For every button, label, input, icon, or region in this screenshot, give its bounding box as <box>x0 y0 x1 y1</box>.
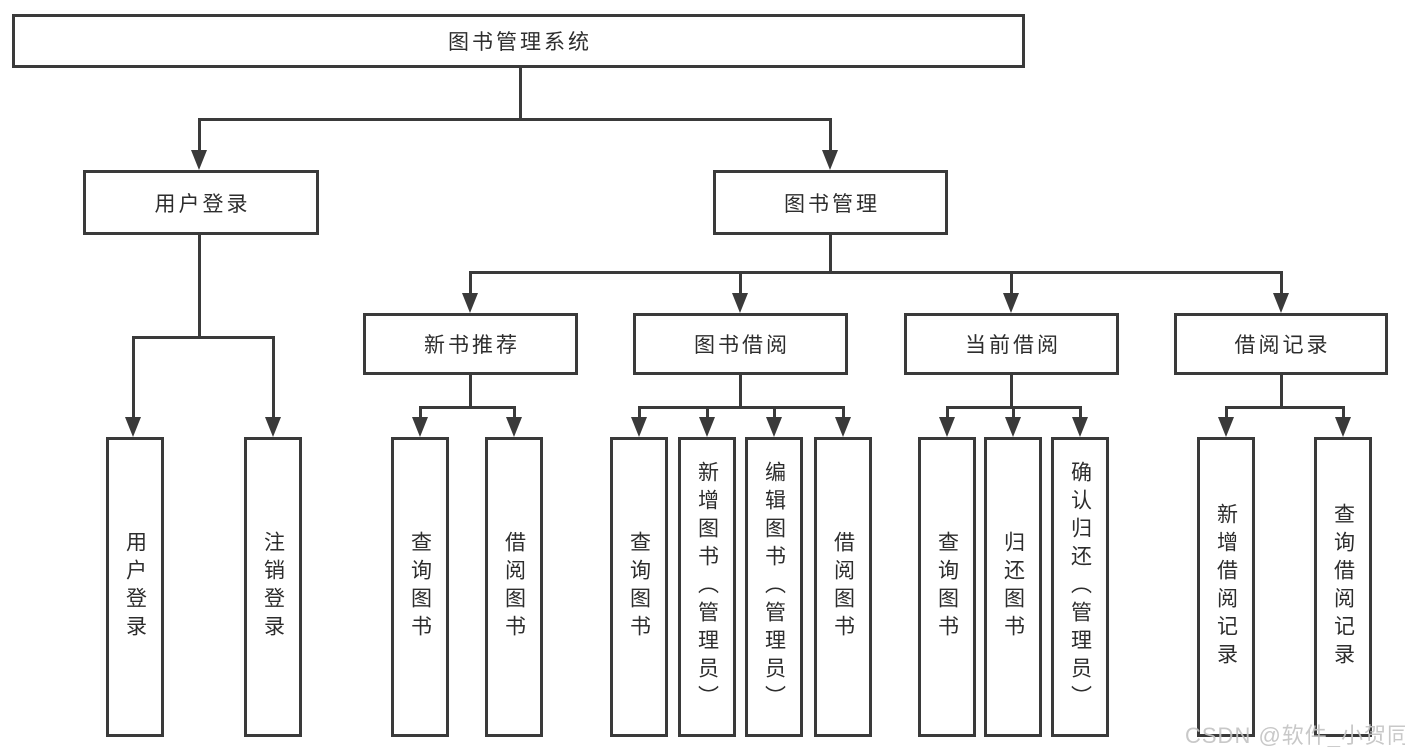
arrowhead-down-icon <box>462 293 478 313</box>
connector-drop <box>1225 406 1228 418</box>
node-new-book-recommendation: 新书推荐 <box>363 313 578 375</box>
connector-drop-logout-action <box>272 336 275 418</box>
node-query-borrow-record: 查询借阅记录 <box>1314 437 1372 737</box>
node-recommend-query-books: 查询图书 <box>391 437 449 737</box>
arrowhead-down-icon <box>732 293 748 313</box>
connector-current-stem <box>1010 375 1013 408</box>
node-logout-action: 注销登录 <box>244 437 302 737</box>
node-label: 借阅图书 <box>831 531 855 643</box>
node-label: 查询图书 <box>627 531 651 643</box>
csdn-watermark: CSDN @软件_小贺同学 <box>1185 723 1405 747</box>
node-label: 查询图书 <box>408 531 432 643</box>
arrowhead-down-icon <box>1218 417 1234 437</box>
arrowhead-down-icon <box>125 417 141 437</box>
arrowhead-down-icon <box>1335 417 1351 437</box>
node-borrowing-borrow-books: 借阅图书 <box>814 437 872 737</box>
node-label: 确认归还（管理员） <box>1068 461 1092 713</box>
node-recommend-borrow-books: 借阅图书 <box>485 437 543 737</box>
connector-book-management-split <box>469 271 1283 274</box>
node-confirm-return-admin: 确认归还（管理员） <box>1051 437 1109 737</box>
node-return-book: 归还图书 <box>984 437 1042 737</box>
node-label: 编辑图书（管理员） <box>762 461 786 713</box>
connector-drop <box>513 406 516 418</box>
node-current-query-books: 查询图书 <box>918 437 976 737</box>
node-add-borrow-record: 新增借阅记录 <box>1197 437 1255 737</box>
arrowhead-down-icon <box>265 417 281 437</box>
arrowhead-down-icon <box>1273 293 1289 313</box>
node-label: 注销登录 <box>261 531 285 643</box>
node-label: 新增图书（管理员） <box>695 461 719 713</box>
arrowhead-down-icon <box>822 150 838 170</box>
connector-drop <box>1012 406 1015 418</box>
node-book-management: 图书管理 <box>713 170 948 235</box>
connector-drop-book-management <box>829 118 832 154</box>
node-label: 用户登录 <box>123 531 147 643</box>
arrowhead-down-icon <box>191 150 207 170</box>
connector-records-split <box>1225 406 1345 409</box>
connector-root-split <box>198 118 832 121</box>
connector-drop <box>842 406 845 418</box>
node-user-login-action: 用户登录 <box>106 437 164 737</box>
node-book-borrowing: 图书借阅 <box>633 313 848 375</box>
node-borrowing-records: 借阅记录 <box>1174 313 1388 375</box>
node-label: 查询借阅记录 <box>1331 503 1355 671</box>
node-label: 查询图书 <box>935 531 959 643</box>
node-library-management-system: 图书管理系统 <box>12 14 1025 68</box>
arrowhead-down-icon <box>631 417 647 437</box>
connector-borrowing-split <box>638 406 845 409</box>
connector-user-login-stem <box>198 235 201 338</box>
connector-recommend-split <box>419 406 516 409</box>
arrowhead-down-icon <box>412 417 428 437</box>
arrowhead-down-icon <box>699 417 715 437</box>
connector-drop-book-borrowing <box>739 271 742 295</box>
connector-drop <box>946 406 949 418</box>
connector-book-management-stem <box>829 235 832 273</box>
arrowhead-down-icon <box>939 417 955 437</box>
node-borrowing-query-books: 查询图书 <box>610 437 668 737</box>
node-add-book-admin: 新增图书（管理员） <box>678 437 736 737</box>
connector-root-stem <box>519 66 522 119</box>
connector-drop <box>773 406 776 418</box>
connector-drop <box>706 406 709 418</box>
node-current-borrowing: 当前借阅 <box>904 313 1119 375</box>
connector-drop-current-borrowing <box>1010 271 1013 295</box>
connector-drop <box>1342 406 1345 418</box>
arrowhead-down-icon <box>1003 293 1019 313</box>
connector-records-stem <box>1280 375 1283 408</box>
arrowhead-down-icon <box>835 417 851 437</box>
connector-drop-new-book-recommendation <box>469 271 472 295</box>
node-edit-book-admin: 编辑图书（管理员） <box>745 437 803 737</box>
node-user-login: 用户登录 <box>83 170 319 235</box>
arrowhead-down-icon <box>1005 417 1021 437</box>
node-label: 新增借阅记录 <box>1214 503 1238 671</box>
arrowhead-down-icon <box>766 417 782 437</box>
connector-user-login-split <box>132 336 275 339</box>
node-label: 归还图书 <box>1001 531 1025 643</box>
connector-drop-user-login <box>198 118 201 154</box>
connector-drop <box>1079 406 1082 418</box>
node-label: 借阅图书 <box>502 531 526 643</box>
arrowhead-down-icon <box>506 417 522 437</box>
connector-drop-borrowing-records <box>1280 271 1283 295</box>
connector-drop-user-login-action <box>132 336 135 418</box>
connector-recommend-stem <box>469 375 472 408</box>
arrowhead-down-icon <box>1072 417 1088 437</box>
connector-drop <box>419 406 422 418</box>
connector-drop <box>638 406 641 418</box>
connector-borrowing-stem <box>739 375 742 408</box>
